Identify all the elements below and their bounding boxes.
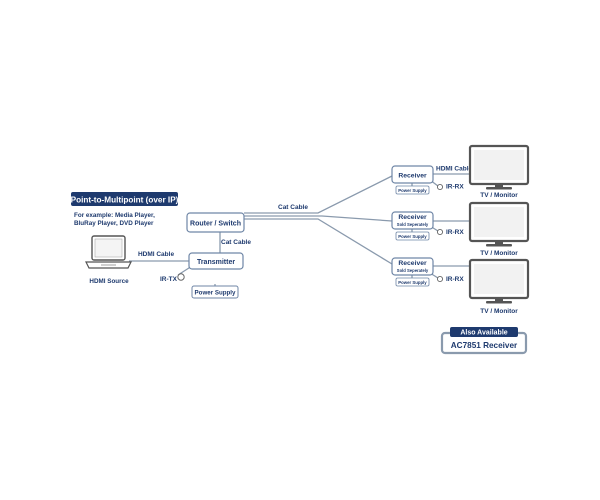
- monitor-icon-1: [468, 144, 530, 190]
- receiver-2-sold-note: Sold Seperately: [397, 222, 429, 227]
- router-switch-label: Router / Switch: [190, 221, 241, 228]
- cat-cable-main-label: Cat Cable: [278, 204, 308, 211]
- tv-label-1: TV / Monitor: [480, 192, 518, 199]
- title-badge-text: Point-to-Multipoint (over IP): [71, 196, 179, 205]
- receiver-2-label: Receiver: [398, 214, 427, 221]
- cat-cable-line-1: [244, 175, 393, 214]
- receiver-2-power-label: Power Supply: [398, 234, 427, 239]
- receiver-1-label: Receiver: [398, 173, 427, 180]
- transmitter-box: Transmitter: [188, 252, 244, 270]
- cat-cable-line-2: [244, 215, 393, 222]
- receiver-2-power-box: [395, 231, 430, 241]
- receiver-2-ir-label: IR-RX: [446, 229, 464, 236]
- ir-tx-label: IR-TX: [160, 276, 178, 283]
- also-available-product: AC7851 Receiver: [451, 341, 518, 350]
- receiver-1-ir-label: IR-RX: [446, 184, 464, 191]
- example-line-1: For example: Media Player,: [74, 212, 155, 219]
- receiver-1-power-box: [395, 185, 430, 195]
- also-available-header: Also Available: [460, 330, 507, 337]
- title-badge: Point-to-Multipoint (over IP): [71, 192, 179, 206]
- transmitter-label: Transmitter: [197, 259, 235, 266]
- example-line-2: BluRay Player, DVD Player: [74, 220, 154, 227]
- receiver-2-ir-icon: [436, 228, 444, 236]
- receiver-3-power-label: Power Supply: [398, 280, 427, 285]
- also-available-callout: Also Available AC7851 Receiver: [440, 327, 528, 355]
- hdmi-source-label: HDMI Source: [89, 278, 129, 285]
- cat-cable-line-3: [244, 218, 393, 265]
- ir-tx-icon: [177, 273, 185, 281]
- receiver-2: Receiver Sold Seperately Power Supply IR…: [391, 211, 464, 241]
- receiver-1: Receiver Power Supply IR-RX: [391, 165, 464, 195]
- tx-power-supply-box: Power Supply: [191, 285, 239, 299]
- hdmi-cable-left-label: HDMI Cable: [138, 251, 175, 258]
- receiver-1-power-label: Power Supply: [398, 188, 427, 193]
- hdmi-cable-right-label: HDMI Cable: [436, 166, 473, 173]
- tx-power-supply-label: Power Supply: [195, 290, 236, 297]
- receiver-3-label: Receiver: [398, 260, 427, 267]
- receiver-3-ir-icon: [436, 275, 444, 283]
- router-switch-box: Router / Switch: [186, 212, 245, 233]
- monitor-icon-3: [468, 258, 530, 304]
- laptop-icon: [85, 235, 132, 269]
- tv-label-3: TV / Monitor: [480, 308, 518, 315]
- also-available-header-bg: [450, 327, 518, 337]
- tv-label-2: TV / Monitor: [480, 250, 518, 257]
- receiver-3-power-box: [395, 277, 430, 287]
- receiver-3-ir-label: IR-RX: [446, 276, 464, 283]
- cat-cable-vertical-label: Cat Cable: [221, 239, 251, 246]
- receiver-1-ir-icon: [436, 183, 444, 191]
- receiver-3-sold-note: Sold Seperately: [397, 268, 429, 273]
- connection-lines: [129, 173, 470, 287]
- receiver-3: Receiver Sold Seperately Power Supply IR…: [391, 257, 464, 287]
- title-badge-bg: [71, 192, 178, 206]
- monitor-icon-2: [468, 201, 530, 247]
